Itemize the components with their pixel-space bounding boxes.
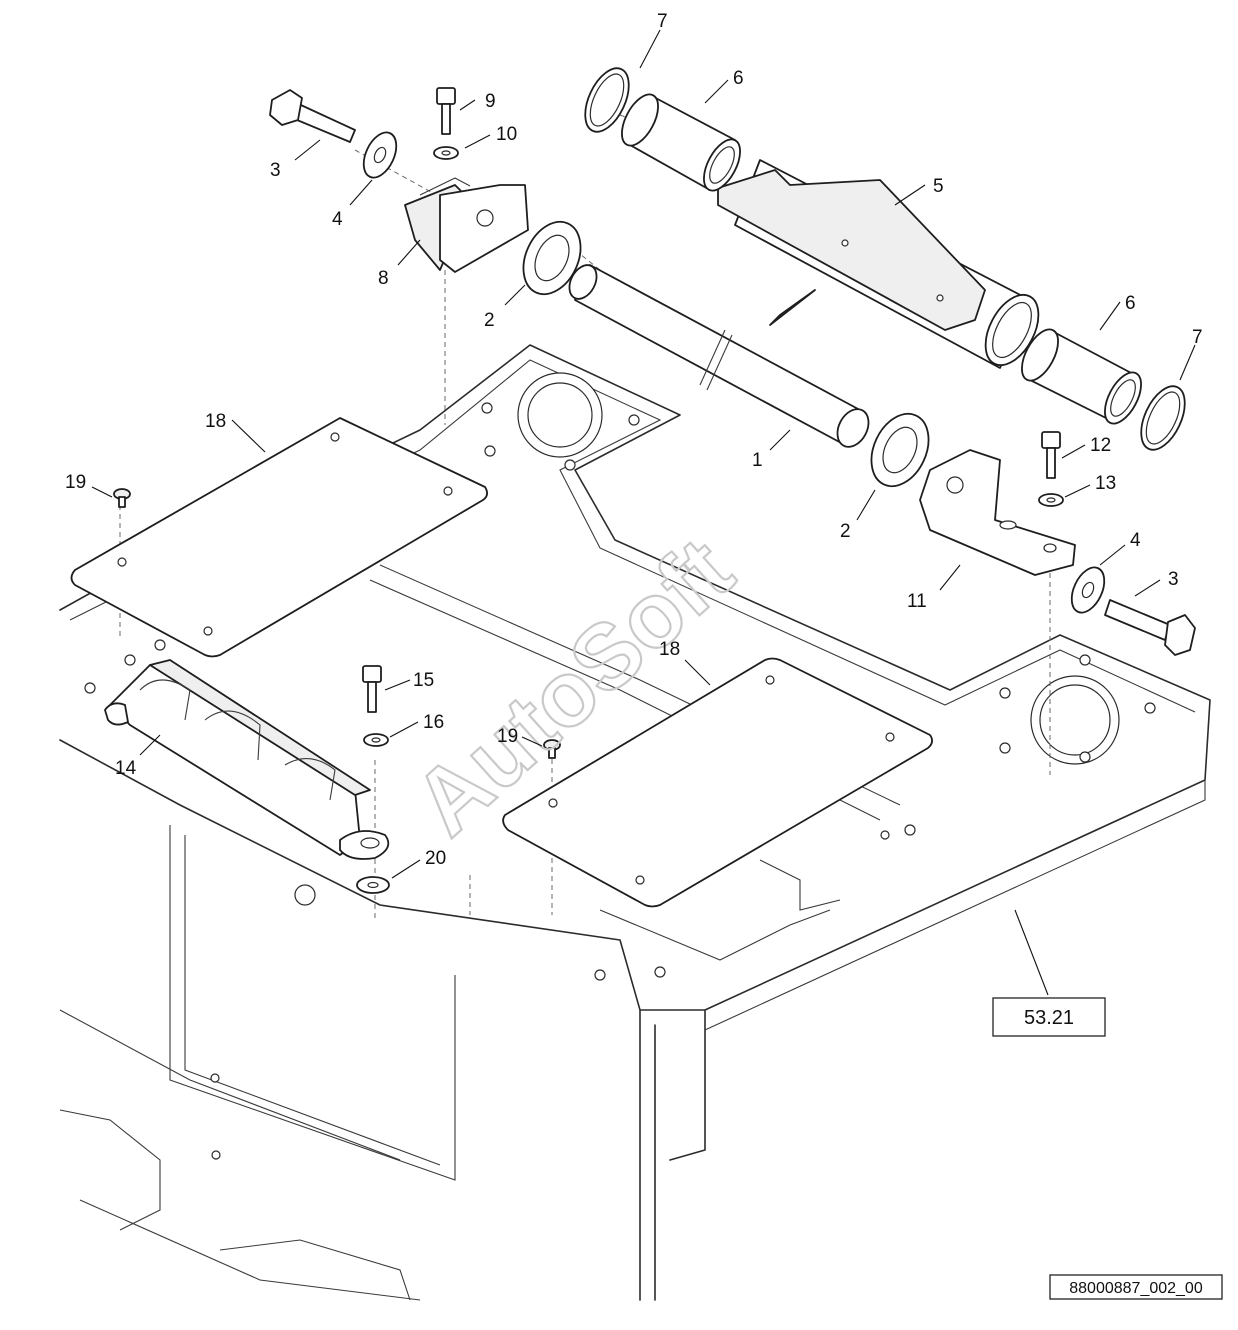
callouts: 1 2 2 3 3 4 4 5 6 6 7 7 8 9 10 11 12 13 …	[65, 11, 1203, 869]
washer-16	[363, 733, 389, 747]
callout-3-bottom: 3	[1168, 569, 1179, 590]
spacer-washer-top	[522, 220, 582, 296]
screw-19-left	[113, 488, 131, 508]
drawing-id: 88000887_002_00	[1049, 1274, 1223, 1300]
callout-4-top: 4	[332, 209, 343, 230]
callout-7-top: 7	[657, 11, 668, 32]
bolt-bottom	[1104, 599, 1196, 656]
callout-5: 5	[933, 176, 944, 197]
callout-18-left: 18	[205, 411, 226, 432]
callout-14: 14	[115, 758, 137, 779]
section-reference-label: 53.21	[1024, 1007, 1074, 1029]
cover-plate-right-holes	[548, 675, 895, 885]
bushing-bottom	[1021, 328, 1142, 425]
cover-plate-left	[70, 417, 488, 658]
callout-11: 11	[907, 591, 927, 612]
snap-ring-top	[584, 67, 630, 133]
cover-plate-left-holes	[117, 432, 453, 636]
bracket-upper	[404, 177, 529, 273]
callout-16: 16	[423, 712, 444, 733]
washer-13	[1038, 493, 1064, 507]
callout-3-top: 3	[270, 160, 281, 181]
bolt-9	[436, 87, 456, 135]
bolt-15	[362, 665, 382, 713]
washer-bottom	[1070, 566, 1106, 614]
callout-20: 20	[425, 848, 446, 869]
bushing-top	[621, 93, 741, 192]
bolt-12	[1041, 431, 1061, 479]
callout-2-top: 2	[484, 310, 495, 331]
callout-6-top: 6	[733, 68, 744, 89]
washer-20	[356, 876, 390, 894]
callout-9: 9	[485, 91, 496, 112]
section-reference: 53.21	[992, 997, 1106, 1037]
spacer-washer-bottom	[870, 412, 930, 488]
callout-1: 1	[752, 450, 763, 471]
drawing-id-label: 88000887_002_00	[1069, 1280, 1203, 1297]
callout-7-bottom: 7	[1192, 327, 1203, 348]
callout-8: 8	[378, 268, 389, 289]
screw-19-right	[543, 739, 561, 759]
leader-lines	[91, 29, 1196, 996]
callout-15: 15	[413, 670, 434, 691]
washer-10	[433, 146, 459, 160]
callout-10: 10	[496, 124, 517, 145]
bolt-top	[269, 89, 356, 143]
callout-12: 12	[1090, 435, 1111, 456]
callout-2-bottom: 2	[840, 521, 851, 542]
snap-ring-bottom	[1140, 385, 1186, 451]
cover-plate-right	[502, 657, 933, 908]
bracket-lower	[919, 449, 1076, 576]
boom-tube	[717, 159, 1040, 369]
plate-holes	[84, 372, 1156, 1160]
callout-18-right: 18	[659, 639, 680, 660]
callout-19-left: 19	[65, 472, 86, 493]
pivot-pin	[568, 264, 870, 448]
washer-top	[362, 131, 398, 179]
callout-4-bottom: 4	[1130, 530, 1141, 551]
callout-6-bottom: 6	[1125, 293, 1136, 314]
hose-bracket	[104, 659, 390, 860]
callout-19-right: 19	[497, 726, 518, 747]
direction-arrow	[769, 289, 816, 326]
callout-13: 13	[1095, 473, 1116, 494]
